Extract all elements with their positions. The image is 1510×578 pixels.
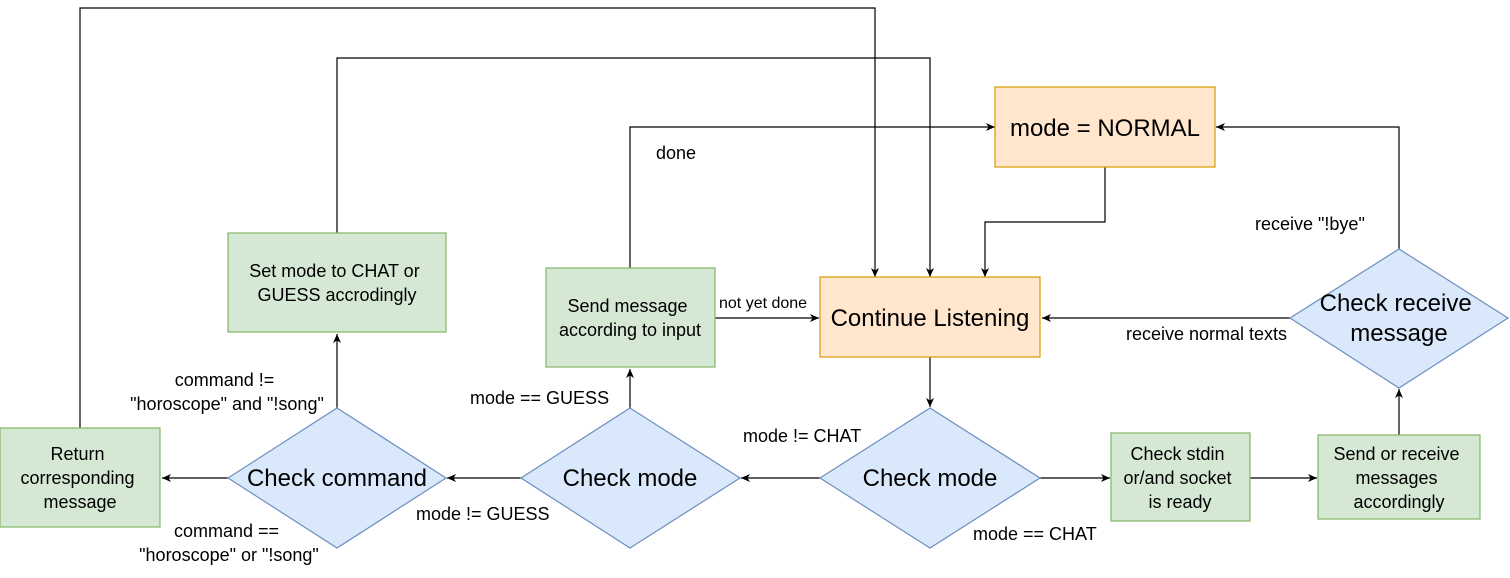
set-mode-box (227, 232, 447, 333)
continue-listening-label: Continue Listening (831, 305, 1030, 332)
label-receive-bye: receive "!bye" (1255, 214, 1365, 234)
check-mode-center-label: Check mode (863, 465, 998, 492)
send-receive-label: Send or receive messages accordingly (1333, 444, 1464, 512)
edge-setmode-to-listening (336, 57, 934, 277)
check-receive-diamond (1288, 248, 1510, 389)
edge-send-done-to-normal (629, 123, 995, 268)
edge-normal-to-listening (981, 167, 1106, 277)
send-message-label: Send message according to input (559, 296, 701, 340)
mode-normal-box (994, 86, 1216, 168)
label-done: done (656, 143, 696, 163)
edge-bye-to-normal (1216, 123, 1400, 249)
label-mode-eq-guess: mode == GUESS (470, 388, 609, 408)
check-command-diamond (226, 407, 448, 549)
label-mode-eq-chat: mode == CHAT (973, 524, 1097, 544)
check-mode-left-label: Check mode (563, 465, 698, 492)
set-mode-label: Set mode to CHAT or GUESS accrodingly (249, 261, 424, 305)
mode-normal-label: mode = NORMAL (1010, 115, 1200, 142)
check-stdin-label: Check stdin or/and socket is ready (1123, 444, 1236, 512)
edge-return-to-listening (79, 7, 879, 428)
send-message-box (545, 267, 716, 368)
label-command-ne: command != "horoscope" and "!song" (130, 370, 324, 414)
check-receive-label: Check receive message (1320, 290, 1479, 347)
label-mode-ne-chat: mode != CHAT (743, 426, 861, 446)
label-not-yet-done: not yet done (719, 295, 807, 312)
continue-listening-box (819, 276, 1041, 358)
return-message-box (0, 427, 161, 528)
label-command-eq: command == "horoscope" or "!song" (139, 521, 319, 565)
label-mode-ne-guess: mode != GUESS (416, 504, 550, 524)
send-receive-box (1317, 434, 1481, 520)
check-stdin-box (1110, 432, 1251, 522)
label-receive-normal: receive normal texts (1126, 324, 1287, 344)
check-command-label: Check command (247, 465, 427, 492)
check-mode-left-diamond (519, 407, 742, 549)
return-message-label: Return corresponding message (20, 444, 139, 512)
check-mode-center-diamond (818, 407, 1042, 549)
